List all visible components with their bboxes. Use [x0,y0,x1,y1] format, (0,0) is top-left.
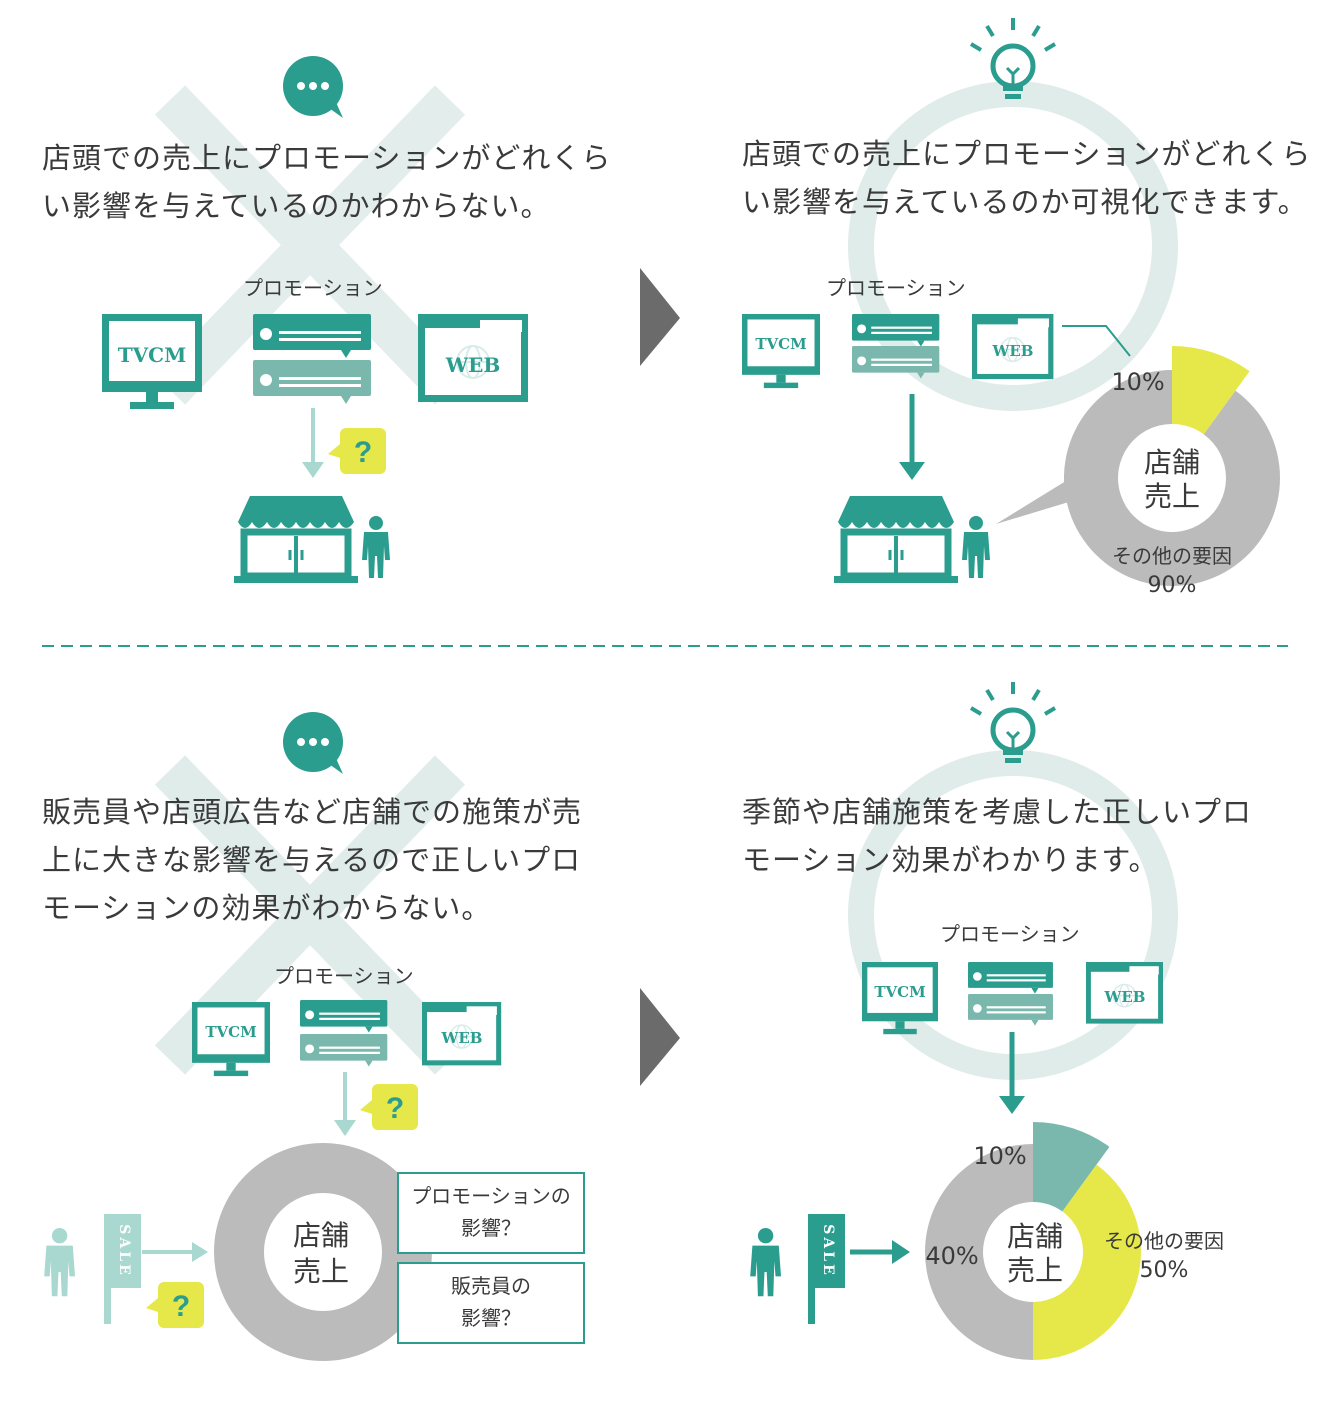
text-line: 売上 [293,1255,350,1288]
review-icon [253,314,371,358]
person-icon [362,516,390,578]
pie-center-label: 売上 [1007,1254,1063,1287]
review-icon [300,1034,388,1067]
text-line: 季節や店舗施策を考慮した正しいプロ [742,795,1253,829]
tvcm-label: TVCM [874,983,925,1001]
arrow-right [850,1240,910,1264]
other-share-label: 90% [1148,573,1197,598]
text-line: 店舗 [293,1219,350,1252]
web-label: WEB [441,1029,483,1047]
problem-text: 販売員や店頭広告など店舗での施策が売 上に大きな影響を与えるので正しいプロ モー… [42,788,582,932]
review-icon [253,360,371,404]
arrow-down [899,394,925,480]
person-icon [44,1228,75,1297]
tvcm-label: TVCM [205,1023,256,1041]
arrow-down-light [334,1072,356,1136]
tvcm-label: TVCM [118,343,186,367]
web-label: WEB [992,342,1034,360]
pie-center-label: 店舗 [1007,1220,1063,1253]
bulb-icon [971,682,1055,763]
review-icon [968,962,1053,994]
question-mark: ? [386,1092,404,1125]
web-label: WEB [445,353,501,377]
text-line: い影響を与えているのかわからない。 [42,189,551,223]
solution-text: 季節や店舗施策を考慮した正しいプロ モーション効果がわかります。 [742,788,1252,884]
other-factor-label: その他の要因 [1104,1229,1224,1253]
sale-label: SALE [820,1224,836,1278]
promotion-label: プロモーション [274,964,414,988]
ring-center-label: 店舗 売上 [293,1218,349,1290]
store-icon [234,496,358,583]
promotion-label: プロモーション [940,922,1080,946]
panel-top-left [102,56,529,583]
next-arrow-icon [640,268,680,366]
pie-slice [1172,346,1250,435]
promotion-label: プロモーション [826,276,966,300]
text-line: 店頭での売上にプロモーションがどれくら [42,141,612,175]
text-line: い影響を与えているのか可視化できます。 [742,185,1308,219]
arrow-right-light [142,1242,208,1262]
text-line: 上に大きな影響を与えるので正しいプロ [42,843,582,877]
cross-mark [154,85,466,405]
person-icon [750,1228,781,1297]
other-factor-label: その他の要因 [1112,544,1232,568]
text-line: 店頭での売上にプロモーションがどれくら [742,137,1312,171]
next-arrow-icon [640,988,680,1086]
chat-icon [283,56,343,118]
store-icon [834,496,958,583]
staff-influence-box: 販売員の 影響？ [397,1262,585,1344]
promo-share-label: 10% [1111,368,1164,396]
sale-label: SALE [116,1224,132,1278]
staff-share-label: 40% [925,1242,978,1270]
other-share-label: 50% [1140,1258,1189,1283]
chat-icon [283,712,343,774]
review-icon [968,994,1053,1026]
pie-slice [925,1144,1033,1360]
review-icon [300,1000,388,1033]
text-line: 影響？ [461,1216,521,1240]
pie-center-label: 店舗 [1144,446,1200,479]
text-line: モーション効果がわかります。 [742,843,1159,877]
promo-share-label: 10% [973,1142,1026,1170]
text-line: モーションの効果がわからない。 [42,891,492,925]
person-icon [962,516,990,578]
question-mark: ? [172,1290,190,1323]
solution-text: 店頭での売上にプロモーションがどれくら い影響を与えているのか可視化できます。 [742,130,1311,226]
arrow-down-light [302,408,324,478]
text-line: 販売員や店頭広告など店舗での施策が売 [42,795,583,829]
pie-slice [1033,1164,1141,1360]
problem-text: 店頭での売上にプロモーションがどれくら い影響を与えているのかわからない。 [42,134,611,230]
pie-slice [1033,1122,1110,1212]
promotion-label: プロモーション [243,276,383,300]
callout-tail [996,476,1082,524]
tvcm-label: TVCM [755,335,806,353]
text-line: プロモーションの [411,1184,571,1208]
promotion-influence-box: プロモーションの 影響？ [397,1172,585,1254]
question-mark: ? [354,436,372,469]
text-line: 影響？ [461,1306,521,1330]
connector-line [1062,325,1131,357]
web-label: WEB [1104,988,1146,1006]
pie-slice [1064,370,1280,586]
pie-center-label: 売上 [1144,480,1200,513]
text-line: 販売員の [451,1274,531,1298]
arrow-down [999,1032,1025,1114]
